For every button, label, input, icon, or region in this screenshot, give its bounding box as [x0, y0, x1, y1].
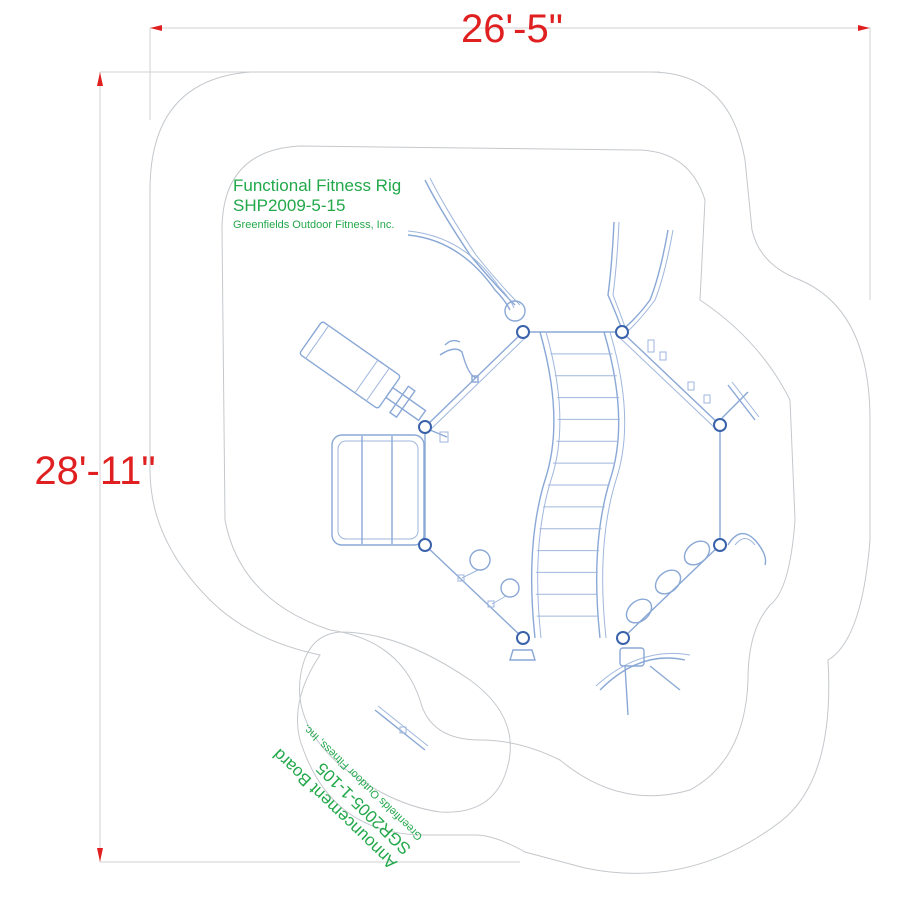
inner-safety-zone	[221, 145, 796, 797]
dip-station	[331, 434, 425, 546]
rig-model-label: SHP2009-5-15	[233, 196, 345, 215]
gymnastic-rings	[457, 549, 520, 608]
loop-handles	[625, 532, 767, 624]
post	[418, 420, 432, 434]
suspension-ropes	[407, 177, 526, 322]
beam-hooks	[647, 339, 711, 404]
post	[713, 418, 727, 432]
rig-name-label: Functional Fitness Rig	[233, 176, 401, 195]
situp-bench	[299, 321, 427, 422]
rig-label: Functional Fitness Rig SHP2009-5-15 Gree…	[233, 176, 401, 231]
safety-zone-outlines	[149, 71, 871, 874]
height-arrow-bottom-icon	[97, 848, 103, 862]
width-arrow-right-icon	[858, 25, 870, 31]
announcement-board	[374, 705, 429, 751]
push-bar	[721, 381, 760, 421]
width-arrow-left-icon	[150, 25, 162, 31]
monkey-bar-ladder	[530, 331, 626, 639]
height-dimension: 28'-11"	[34, 71, 660, 863]
rig-maker-label: Greenfields Outdoor Fitness, Inc.	[233, 219, 394, 231]
rig-foot	[429, 429, 536, 661]
post	[516, 631, 530, 645]
post	[418, 538, 432, 552]
bottom-station	[595, 647, 691, 716]
outer-safety-zone	[149, 71, 871, 874]
board-label: Announcement BoardSGR2005-1-105Greenfiel…	[269, 722, 425, 873]
width-dimension-label: 26'-5"	[461, 7, 563, 51]
post	[713, 538, 727, 552]
announcement-board-pad	[299, 631, 511, 813]
functional-fitness-rig	[299, 177, 767, 716]
height-arrow-top-icon	[97, 72, 103, 86]
post	[516, 325, 530, 339]
grip-handle	[439, 339, 479, 383]
width-dimension: 26'-5"	[149, 7, 871, 300]
post	[615, 325, 629, 339]
hanging-rings-top	[607, 221, 674, 333]
rig-posts	[418, 325, 727, 645]
height-dimension-label: 28'-11"	[34, 449, 155, 493]
post	[616, 631, 630, 645]
